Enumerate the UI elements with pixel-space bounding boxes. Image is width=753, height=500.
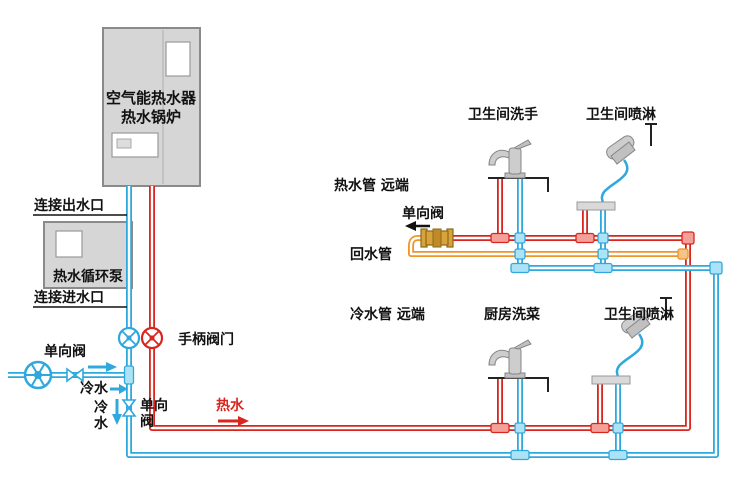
- bath-shower-bottom-label: 卫生间喷淋: [604, 306, 674, 323]
- vert-check-label-2: 阀: [140, 413, 154, 430]
- check-valve-inlet-icon: [66, 367, 84, 383]
- cold-pipe-far-label: 冷水管 远端: [350, 306, 425, 323]
- bath-shower-top-label: 卫生间喷淋: [586, 106, 656, 123]
- cold-char-2: 水: [94, 415, 109, 432]
- cold-flow-arrow-1: [88, 362, 117, 372]
- return-flow-arrow: [405, 221, 430, 231]
- check-valve-left-label: 单向阀: [44, 343, 86, 360]
- bath-sink-label: 卫生间洗手: [468, 106, 538, 123]
- cold-char-1: 冷: [94, 399, 108, 416]
- return-water-pipe: [408, 235, 686, 257]
- vert-check-label-1: 单向: [140, 397, 168, 414]
- heater-label-line1: 空气能热水器: [106, 89, 197, 107]
- bath-shower-top-icon: [575, 122, 659, 212]
- cold-flow-arrow-down: [112, 399, 122, 425]
- pump-label: 热水循环泵: [53, 268, 123, 285]
- kitchen-sink-label: 厨房洗菜: [484, 306, 541, 323]
- outlet-label: 连接出水口: [34, 197, 104, 214]
- hot-flow-arrow: [218, 416, 249, 426]
- return-pipe-label: 回水管: [350, 246, 392, 263]
- circulation-pump: [43, 221, 133, 289]
- check-valve-vertical-icon: [121, 399, 137, 417]
- check-valve-return-icon: [420, 228, 454, 248]
- hot-pipe-far-label: 热水管 远端: [334, 177, 409, 194]
- cold-cross-valve-icon: [117, 326, 141, 350]
- handle-valve-icon: [140, 326, 164, 350]
- cold-water-label: 冷水: [80, 380, 109, 397]
- heat-pump-boiler: [102, 27, 201, 187]
- cold-flow-arrow-2: [110, 384, 128, 394]
- handle-valve-label: 手柄阀门: [178, 331, 234, 348]
- check-valve-top-label: 单向阀: [402, 205, 444, 222]
- hot-water-label: 热水: [216, 397, 245, 414]
- inlet-wheel-valve-icon: [23, 360, 53, 390]
- heater-label-line2: 热水锅炉: [121, 108, 181, 126]
- inlet-label: 连接进水口: [34, 289, 104, 306]
- pipe-fittings: [123, 231, 723, 461]
